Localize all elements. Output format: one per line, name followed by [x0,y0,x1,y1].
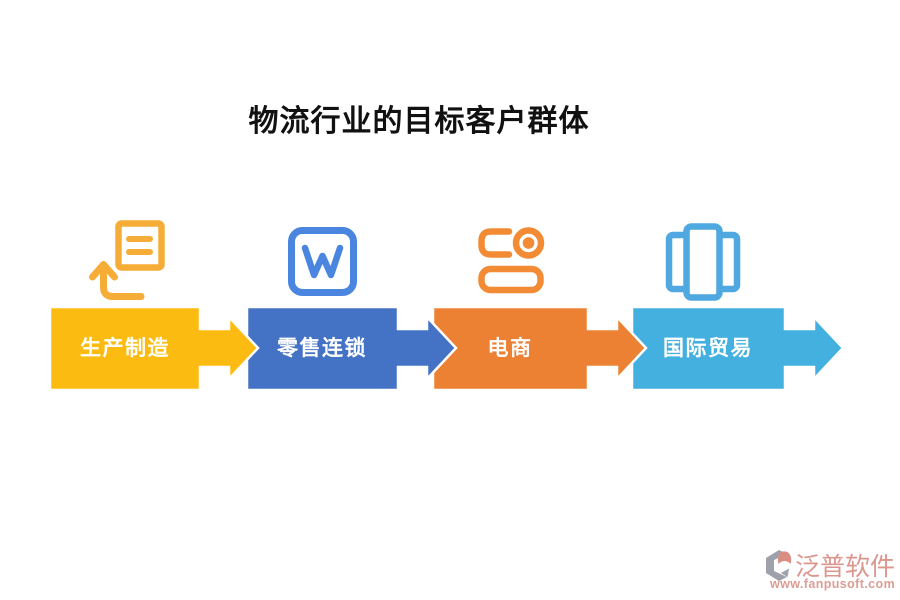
camera-icon [478,227,545,294]
fanpu-brand-text: 泛普软件 [795,553,896,581]
flow-label-retail-chain: 零售连锁 [276,336,367,360]
page-title: 物流行业的目标客户群体 [248,105,590,138]
flow-block-ecommerce-shape [431,305,648,392]
w-square-icon [288,227,357,296]
document-return-arrow-icon [89,220,165,300]
flow-label-manufacturing: 生产制造 [80,336,170,360]
flow-block-international-trade-shape [630,305,845,392]
fanpu-logo-accent-shape [778,551,792,564]
flow-label-ecommerce: 电商 [488,336,533,360]
fanpu-logo-gray-shape [766,550,787,581]
fanpu-logo-icon [766,550,792,581]
flow-block-retail-chain-shape [245,305,458,392]
flow-arrow-shapes [48,305,845,392]
carousel-panels-icon [665,223,741,301]
fanpu-watermark: 泛普软件 www.fanpusoft.com [762,546,897,596]
flow-block-labels: 生产制造 零售连锁 电商 国际贸易 [80,336,753,360]
fanpu-url-text: www.fanpusoft.com [770,577,896,591]
flow-label-international-trade: 国际贸易 [663,337,753,360]
fanpu-logo-gray-dot [781,568,789,577]
flow-block-manufacturing-shape [48,305,260,392]
